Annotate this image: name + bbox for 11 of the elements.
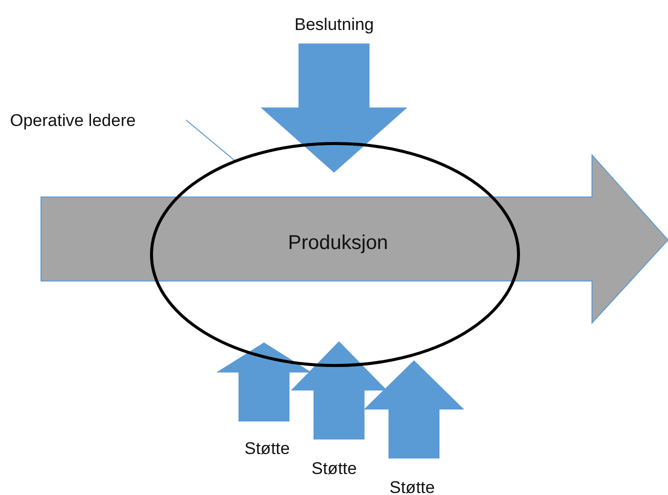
edge-label: Støtte [312,459,357,479]
edge-label: Støtte [244,439,290,459]
edge-label: Beslutning [294,15,374,35]
edge-label: Støtte [390,478,435,495]
leader-line [186,120,235,161]
block-arrow [364,360,464,458]
callout-text: Operative ledere [10,110,180,132]
node-label: Produksjon [288,233,388,253]
block-arrow [216,342,312,422]
block-arrow [290,341,388,440]
block-arrow [260,44,408,173]
